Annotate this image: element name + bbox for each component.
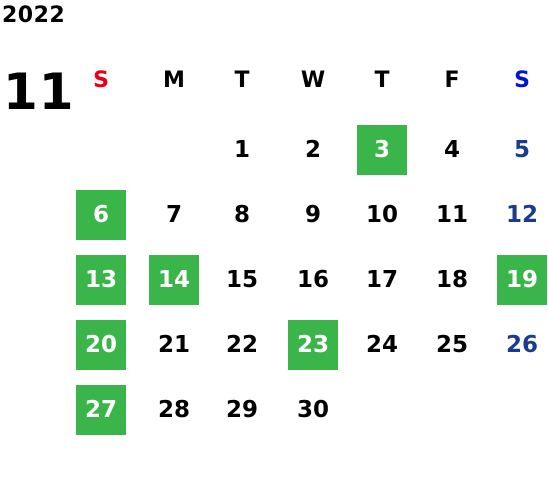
day-cell-11[interactable]: 11 — [435, 202, 468, 228]
day-cell-4[interactable]: 4 — [443, 137, 460, 163]
weekday-header-saturday: S — [514, 68, 530, 93]
day-cell-19[interactable]: 19 — [497, 255, 547, 305]
day-cell-21[interactable]: 21 — [157, 332, 190, 358]
day-cell-17[interactable]: 17 — [365, 267, 398, 293]
weekday-header-wednesday: W — [300, 68, 326, 93]
day-cell-10[interactable]: 10 — [365, 202, 398, 228]
day-cell-29[interactable]: 29 — [225, 397, 258, 423]
day-cell-24[interactable]: 24 — [365, 332, 398, 358]
day-cell-13[interactable]: 13 — [76, 255, 126, 305]
day-cell-28[interactable]: 28 — [157, 397, 190, 423]
day-cell-6[interactable]: 6 — [76, 190, 126, 240]
day-cell-2[interactable]: 2 — [304, 137, 321, 163]
day-cell-16[interactable]: 16 — [296, 267, 329, 293]
weekday-header-tuesday: T — [234, 68, 250, 93]
year-label: 2022 — [2, 3, 66, 28]
day-cell-5[interactable]: 5 — [513, 137, 530, 163]
day-cell-9[interactable]: 9 — [304, 202, 321, 228]
day-cell-7[interactable]: 7 — [165, 202, 182, 228]
weekday-header-friday: F — [444, 68, 460, 93]
weekday-header-thursday: T — [374, 68, 390, 93]
day-cell-8[interactable]: 8 — [233, 202, 250, 228]
day-cell-14[interactable]: 14 — [149, 255, 199, 305]
day-cell-12[interactable]: 12 — [505, 202, 538, 228]
month-label: 11 — [3, 63, 75, 121]
day-cell-15[interactable]: 15 — [225, 267, 258, 293]
day-cell-25[interactable]: 25 — [435, 332, 468, 358]
day-cell-23[interactable]: 23 — [288, 320, 338, 370]
day-cell-22[interactable]: 22 — [225, 332, 258, 358]
day-cell-26[interactable]: 26 — [505, 332, 538, 358]
day-cell-18[interactable]: 18 — [435, 267, 468, 293]
weekday-header-monday: M — [163, 68, 185, 93]
day-cell-3[interactable]: 3 — [357, 125, 407, 175]
day-cell-30[interactable]: 30 — [296, 397, 329, 423]
day-cell-27[interactable]: 27 — [76, 385, 126, 435]
day-cell-20[interactable]: 20 — [76, 320, 126, 370]
day-cell-1[interactable]: 1 — [233, 137, 250, 163]
weekday-header-sunday: S — [93, 68, 109, 93]
